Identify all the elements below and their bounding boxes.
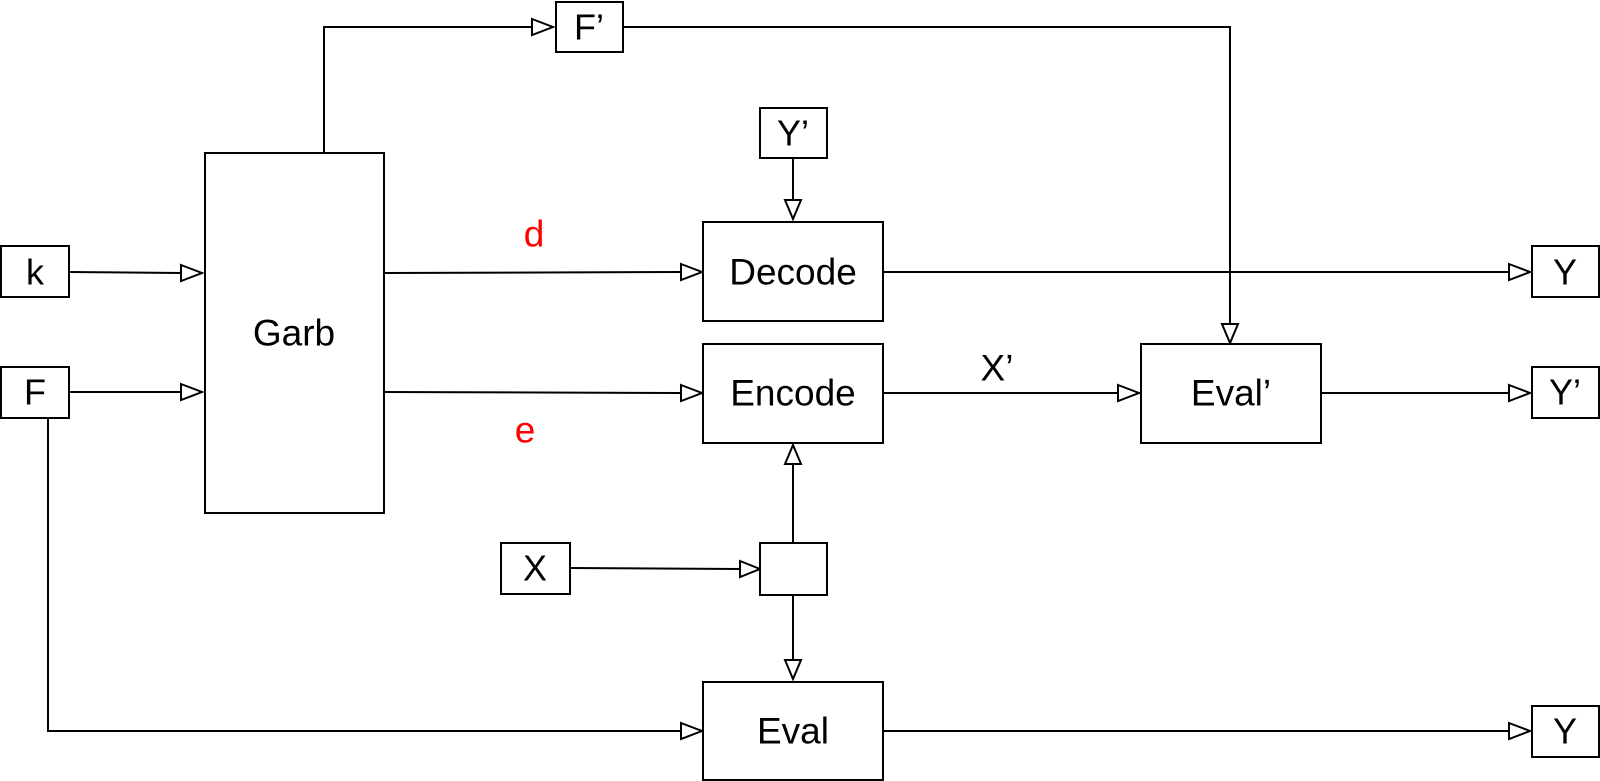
node-y-top-label: Y	[1553, 252, 1577, 293]
edge-labels: d e X’	[515, 214, 1014, 451]
arrowhead-eval-top	[783, 659, 803, 682]
node-decode-label: Decode	[729, 252, 857, 293]
node-evalprime: Eval’	[1140, 343, 1322, 444]
arrowhead-decode-top	[783, 199, 803, 222]
arrowhead-decode	[680, 262, 705, 282]
node-eval: Eval	[702, 681, 884, 781]
node-y-bottom-label: Y	[1553, 711, 1577, 752]
edge-x-to-junction	[569, 567, 741, 570]
node-yprime-out-label: Y’	[1549, 372, 1581, 413]
node-f: F	[0, 366, 70, 419]
node-f-label: F	[24, 372, 46, 413]
edge-garb-to-encode	[383, 391, 682, 394]
edge-label-xprime: X’	[981, 348, 1014, 389]
node-y-bottom: Y	[1531, 705, 1600, 758]
node-garb: Garb	[204, 152, 385, 514]
node-evalprime-label: Eval’	[1191, 373, 1271, 414]
edge-k-to-garb	[68, 271, 182, 274]
arrowhead-fprime	[531, 17, 556, 37]
node-yprime-out: Y’	[1531, 366, 1600, 419]
arrowhead-evalprime-left	[1117, 383, 1142, 403]
edge-fprime-to-evalprime	[623, 26, 1231, 324]
edge-label-d: d	[524, 214, 545, 255]
arrowhead-y-bottom	[1508, 721, 1533, 741]
node-yprime-in: Y’	[759, 107, 828, 159]
node-fprime-label: F’	[574, 7, 604, 48]
node-k-label: k	[26, 252, 45, 293]
node-yprime-in-label: Y’	[777, 113, 809, 154]
arrowhead-garb-k	[180, 263, 205, 283]
arrowhead-encode-bottom	[783, 442, 803, 465]
node-decode: Decode	[702, 221, 884, 322]
node-k: k	[0, 245, 70, 298]
node-junction	[759, 542, 828, 596]
arrowhead-y-top	[1508, 262, 1533, 282]
arrowhead-evalprime-top	[1220, 323, 1240, 346]
connectors	[47, 17, 1533, 741]
node-fprime: F’	[555, 1, 624, 53]
node-encode-label: Encode	[730, 373, 856, 414]
arrowhead-yprime-out	[1508, 383, 1533, 403]
edge-f-to-eval	[47, 418, 681, 732]
node-x-label: X	[523, 548, 547, 589]
node-encode: Encode	[702, 343, 884, 444]
edge-label-e: e	[515, 410, 536, 451]
node-garb-label: Garb	[253, 313, 335, 354]
node-x: X	[500, 542, 571, 595]
edge-garb-to-fprime	[323, 26, 532, 153]
node-y-top: Y	[1531, 245, 1600, 298]
arrowhead-garb-f	[180, 382, 205, 402]
edge-garb-to-decode	[383, 271, 682, 274]
arrowhead-junction	[739, 559, 763, 579]
arrowhead-eval-left	[680, 721, 705, 741]
node-eval-label: Eval	[757, 711, 829, 752]
arrowhead-encode	[680, 383, 705, 403]
